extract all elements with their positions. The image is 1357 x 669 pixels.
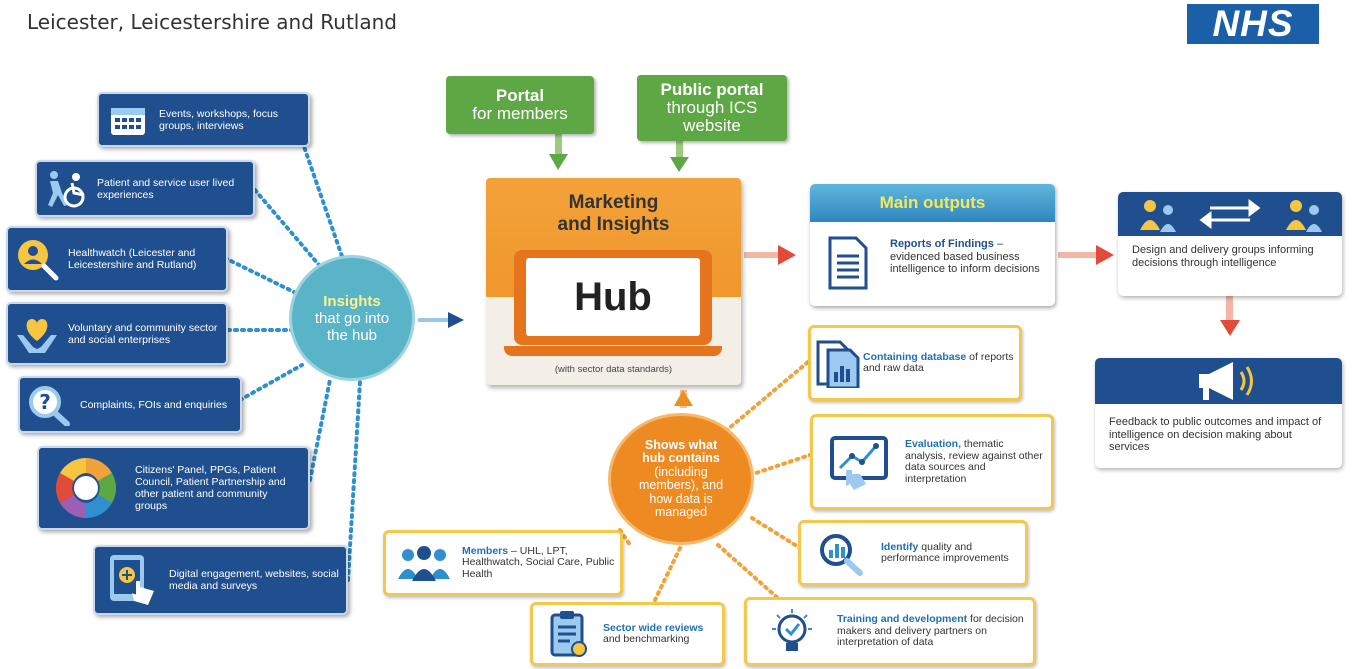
- lightbulb-icon: [747, 607, 837, 657]
- source-card-citizens-panel: Citizens' Panel, PPGs, Patient Council, …: [37, 446, 310, 530]
- people-exchange-icon: [1140, 199, 1322, 232]
- portal-members-box: Portal for members: [446, 76, 594, 134]
- main-outputs-item-title: Reports of Findings: [890, 238, 994, 250]
- content-card-members: Members – UHL, LPT, Healthwatch, Social …: [383, 530, 623, 596]
- svg-text:?: ?: [39, 390, 51, 414]
- portal-public-line2: through ICS: [666, 98, 758, 117]
- person-magnifier-icon: [14, 239, 60, 281]
- feedback-text: Feedback to public outcomes and impact o…: [1109, 416, 1322, 453]
- source-card-events: Events, workshops, focus groups, intervi…: [97, 92, 310, 147]
- design-groups-header: [1118, 192, 1342, 236]
- source-text: Events, workshops, focus groups, intervi…: [159, 107, 279, 132]
- source-card-complaints: ? Complaints, FOIs and enquiries: [18, 376, 242, 433]
- analysis-chart-icon: [813, 432, 905, 492]
- source-card-healthwatch: Healthwatch (Leicester and Leicestershir…: [6, 226, 228, 292]
- content-card-training: Training and development for decision ma…: [744, 597, 1036, 666]
- content-card-sector-reviews: Sector wide reviews and benchmarking: [530, 602, 725, 666]
- content-title: Members: [462, 544, 509, 557]
- source-text: Patient and service user lived experienc…: [97, 176, 235, 201]
- content-desc: – UHL, LPT, Healthwatch, Social Care, Pu…: [462, 544, 615, 580]
- content-text: Containing database of reports and raw d…: [863, 350, 1019, 375]
- portal-members-line1: Portal: [495, 86, 545, 105]
- laptop-base: [504, 346, 722, 356]
- shows-line3: (including: [654, 464, 708, 479]
- insights-line2: that go into: [314, 309, 390, 327]
- content-desc: thematic analysis, review against other …: [905, 438, 1043, 485]
- content-card-evaluation: Evaluation, thematic analysis, review ag…: [810, 414, 1054, 510]
- content-title: Sector wide reviews: [603, 621, 704, 634]
- content-desc: and benchmarking: [603, 633, 690, 645]
- source-card-voluntary: Voluntary and community sector and socia…: [6, 302, 228, 365]
- portal-public-box: Public portal through ICS website: [637, 75, 787, 141]
- hub-title-line1: Marketing: [568, 192, 659, 213]
- insights-circle: Insights that go into the hub: [289, 255, 415, 381]
- content-card-identify: Identify quality and performance improve…: [798, 520, 1028, 586]
- insights-line3: the hub: [326, 326, 378, 344]
- shows-line2: hub contains: [642, 451, 720, 465]
- calendar-icon: [105, 100, 151, 140]
- content-card-database: Containing database of reports and raw d…: [808, 325, 1022, 401]
- content-title: Evaluation,: [905, 438, 962, 450]
- feedback-header: [1095, 358, 1342, 404]
- main-outputs-item-text: – evidenced based business intelligence …: [890, 238, 1040, 275]
- hub-box: Marketing and Insights Hub (with sector …: [486, 178, 741, 385]
- hub-note: (with sector data standards): [554, 364, 673, 375]
- feedback-card: Feedback to public outcomes and impact o…: [1095, 358, 1342, 468]
- portal-members-line2: for members: [472, 104, 568, 123]
- tablet-touch-icon: [101, 550, 161, 610]
- shows-circle: Shows what hub contains (including membe…: [608, 413, 754, 545]
- content-title: Training and development: [837, 613, 968, 626]
- shows-line5: how data is: [649, 491, 713, 506]
- laptop-icon: Hub: [514, 250, 712, 345]
- main-outputs-title: Main outputs: [810, 184, 1055, 222]
- content-text: Training and development for decision ma…: [837, 614, 1027, 649]
- content-text: Identify quality and performance improve…: [881, 540, 1011, 565]
- design-groups-text: Design and delivery groups informing dec…: [1132, 244, 1314, 269]
- portal-public-line1: Public portal: [660, 80, 764, 99]
- content-desc: of reports and raw data: [863, 350, 1014, 374]
- megaphone-icon: [1199, 362, 1253, 400]
- content-title: Identify: [881, 540, 919, 553]
- region-title: Leicester, Leicestershire and Rutland: [27, 10, 397, 34]
- source-text: Digital engagement, websites, social med…: [169, 568, 339, 592]
- main-outputs-text: Reports of Findings – evidenced based bu…: [890, 238, 1048, 276]
- source-text: Healthwatch (Leicester and Leicestershir…: [68, 247, 197, 271]
- magnifier-chart-icon: [801, 530, 881, 576]
- hub-name: Hub: [526, 258, 700, 336]
- question-magnifier-icon: ?: [26, 385, 72, 426]
- shows-line4: members), and: [638, 478, 724, 492]
- portal-public-line3: website: [683, 116, 741, 135]
- source-text: Citizens' Panel, PPGs, Patient Council, …: [135, 464, 286, 512]
- source-card-digital: Digital engagement, websites, social med…: [93, 545, 348, 615]
- source-text: Voluntary and community sector and socia…: [68, 321, 218, 346]
- wheelchair-icon: [43, 169, 89, 209]
- content-desc: for decision makers and delivery partner…: [837, 613, 1024, 649]
- content-text: Members – UHL, LPT, Healthwatch, Social …: [462, 544, 617, 581]
- database-document-icon: [811, 338, 863, 388]
- content-text: Sector wide reviews and benchmarking: [603, 621, 713, 646]
- shows-line6: managed: [654, 505, 708, 519]
- clipboard-icon: [533, 609, 603, 659]
- people-group-icon: [386, 543, 462, 583]
- content-title: Containing database: [863, 350, 967, 363]
- hub-title-line2: and Insights: [557, 214, 670, 235]
- community-circle-icon: [45, 453, 127, 523]
- heart-hands-icon: [14, 314, 60, 354]
- design-groups-card: Design and delivery groups informing dec…: [1118, 192, 1342, 296]
- source-card-patient-experiences: Patient and service user lived experienc…: [35, 160, 255, 217]
- document-icon: [826, 236, 876, 290]
- source-text: Complaints, FOIs and enquiries: [80, 398, 228, 411]
- shows-line1: Shows what: [644, 437, 718, 452]
- content-desc: quality and performance improvements: [881, 540, 1009, 564]
- hub-title: Marketing and Insights: [486, 192, 741, 236]
- insights-line1: Insights: [323, 292, 381, 310]
- content-text: Evaluation, thematic analysis, review ag…: [905, 438, 1045, 485]
- main-outputs-card: Main outputs Reports of Findings – evide…: [810, 184, 1055, 306]
- nhs-logo: NHS: [1187, 4, 1319, 44]
